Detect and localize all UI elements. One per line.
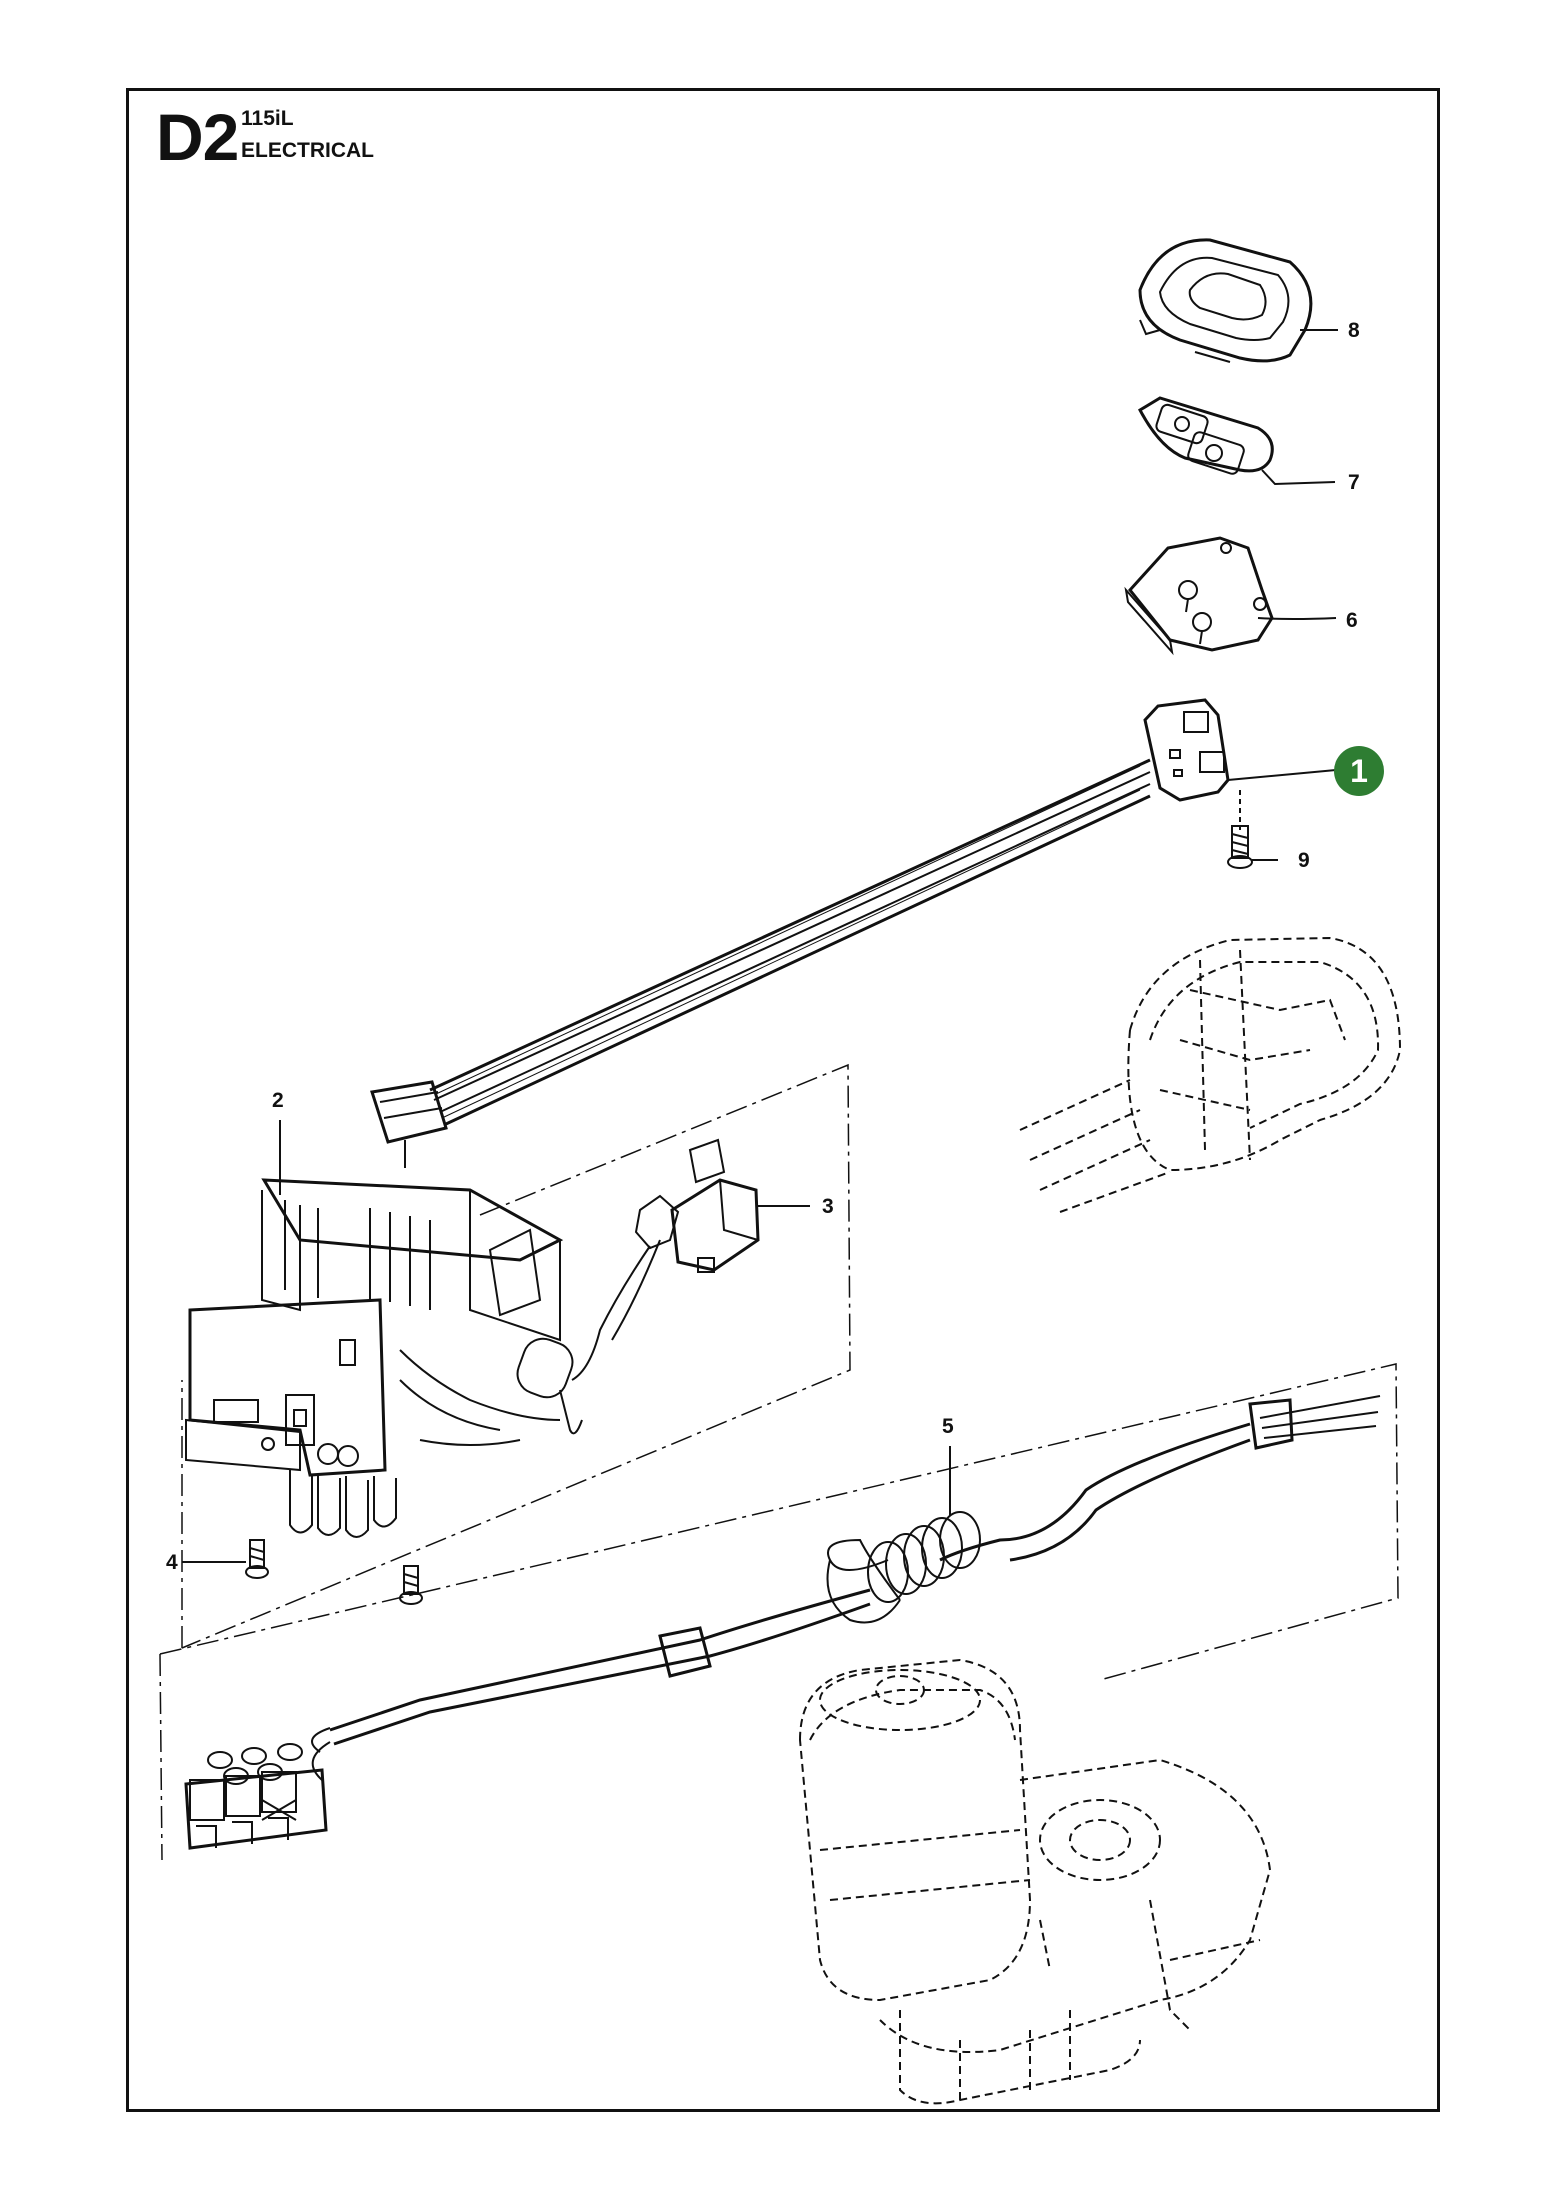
part-6-holder	[1124, 536, 1337, 656]
callout-3: 3	[822, 1195, 834, 1218]
phantom-housing	[1019, 936, 1402, 1213]
callout-1-highlighted: 1	[1334, 746, 1384, 796]
callout-9: 9	[1298, 849, 1310, 872]
part-9-screw	[1227, 790, 1278, 869]
model-label: 115iL	[241, 107, 294, 130]
group-box-2	[181, 1063, 851, 1649]
part-5-motor-cable	[184, 1395, 1381, 1850]
phantom-motor	[798, 1658, 1272, 2105]
callout-8: 8	[1348, 319, 1360, 342]
part-3-switch	[571, 1138, 810, 1381]
part-7-keypad	[1138, 396, 1336, 486]
callout-5: 5	[942, 1415, 954, 1438]
group-box-5	[159, 1363, 1399, 1861]
callout-2: 2	[272, 1089, 284, 1112]
part-1-keypad-cable	[370, 698, 1337, 1168]
part-8-cover	[1138, 238, 1313, 363]
part-4-screws	[182, 1539, 423, 1605]
section-code: D2	[156, 100, 239, 174]
part-2-board	[185, 1120, 583, 1538]
page-frame	[126, 88, 1440, 2112]
terminal-block	[184, 1743, 328, 1850]
callout-6: 6	[1346, 609, 1358, 632]
callout-4: 4	[166, 1551, 178, 1574]
callout-7: 7	[1348, 471, 1360, 494]
section-title: ELECTRICAL	[241, 139, 374, 162]
